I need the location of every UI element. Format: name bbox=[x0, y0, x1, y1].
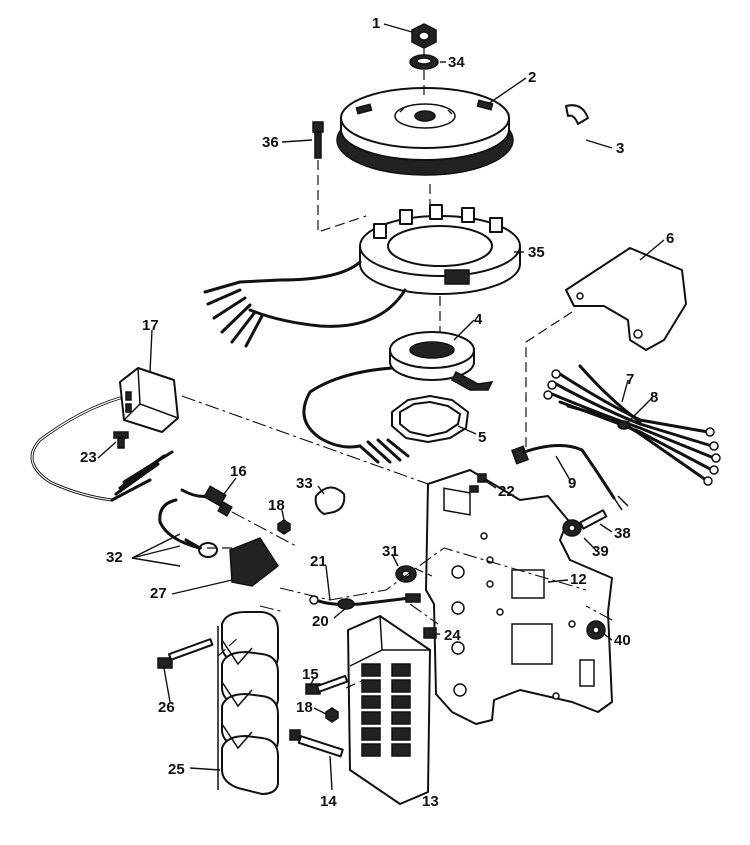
callout-20: 20 bbox=[312, 613, 329, 630]
ground-wire bbox=[309, 593, 421, 610]
callout-23: 23 bbox=[80, 449, 97, 466]
stator-harness bbox=[203, 260, 407, 348]
terminal-strip bbox=[361, 663, 411, 757]
nut-18 bbox=[277, 519, 291, 535]
callout-9: 9 bbox=[568, 475, 576, 492]
callout-13: 13 bbox=[422, 793, 439, 810]
screw-26 bbox=[157, 638, 214, 669]
flywheel-nut bbox=[411, 23, 437, 49]
callout-32: 32 bbox=[106, 549, 123, 566]
flywheel-key bbox=[565, 104, 589, 125]
nut-18-lower bbox=[325, 707, 339, 723]
callout-21: 21 bbox=[310, 553, 327, 570]
switch-box bbox=[119, 367, 179, 433]
battery-harness bbox=[543, 364, 721, 486]
callout-18-lower: 18 bbox=[296, 699, 313, 716]
spacer-24 bbox=[423, 627, 437, 639]
callout-15: 15 bbox=[302, 666, 319, 683]
callout-7: 7 bbox=[626, 371, 634, 388]
callout-27: 27 bbox=[150, 585, 167, 602]
bolt-38 bbox=[579, 509, 608, 530]
callout-5: 5 bbox=[478, 429, 486, 446]
callout-8: 8 bbox=[650, 389, 658, 406]
callout-26: 26 bbox=[158, 699, 175, 716]
nut-39 bbox=[562, 519, 582, 537]
flywheel-washer bbox=[409, 54, 439, 70]
clamp bbox=[314, 486, 346, 515]
callout-22: 22 bbox=[498, 483, 515, 500]
assembly-centerlines bbox=[181, 48, 613, 689]
leader-lines bbox=[97, 23, 665, 803]
callout-25: 25 bbox=[168, 761, 185, 778]
callout-2: 2 bbox=[528, 69, 536, 86]
grommet-31 bbox=[395, 565, 417, 583]
ignition-coil bbox=[158, 498, 280, 587]
callout-17: 17 bbox=[142, 317, 159, 334]
callout-12: 12 bbox=[570, 571, 587, 588]
temperature-sensor bbox=[180, 485, 233, 517]
callout-36: 36 bbox=[262, 134, 279, 151]
trigger bbox=[302, 331, 494, 464]
callout-38: 38 bbox=[614, 525, 631, 542]
callout-40: 40 bbox=[614, 632, 631, 649]
lead-9 bbox=[511, 444, 629, 511]
callout-labels: 1 34 2 3 36 35 6 17 4 7 8 5 23 16 33 22 … bbox=[80, 15, 674, 810]
flywheel bbox=[336, 87, 514, 176]
callout-14: 14 bbox=[320, 793, 337, 810]
retaining-ring bbox=[391, 395, 469, 443]
callout-39: 39 bbox=[592, 543, 609, 560]
callout-24: 24 bbox=[444, 627, 461, 644]
callout-6: 6 bbox=[666, 230, 674, 247]
callout-1: 1 bbox=[372, 15, 380, 32]
coil-stack bbox=[217, 611, 279, 795]
grommet-40 bbox=[586, 620, 606, 640]
mounting-bracket bbox=[565, 247, 687, 351]
callout-4: 4 bbox=[474, 311, 483, 328]
callout-31: 31 bbox=[382, 543, 399, 560]
switch-box-harness bbox=[30, 396, 174, 502]
mounting-plate bbox=[425, 469, 613, 725]
plate-openings bbox=[443, 485, 595, 700]
callout-33: 33 bbox=[296, 475, 313, 492]
stator bbox=[359, 204, 521, 295]
lead-14 bbox=[289, 729, 344, 758]
callout-3: 3 bbox=[616, 140, 624, 157]
stator-screw bbox=[312, 121, 324, 159]
callout-16: 16 bbox=[230, 463, 247, 480]
screw-23 bbox=[113, 431, 129, 449]
callout-35: 35 bbox=[528, 244, 545, 261]
screw-15 bbox=[305, 674, 349, 695]
connector-22 bbox=[477, 473, 487, 483]
cdi-module bbox=[347, 615, 431, 805]
callout-34: 34 bbox=[448, 54, 465, 71]
callout-18-top: 18 bbox=[268, 497, 285, 514]
